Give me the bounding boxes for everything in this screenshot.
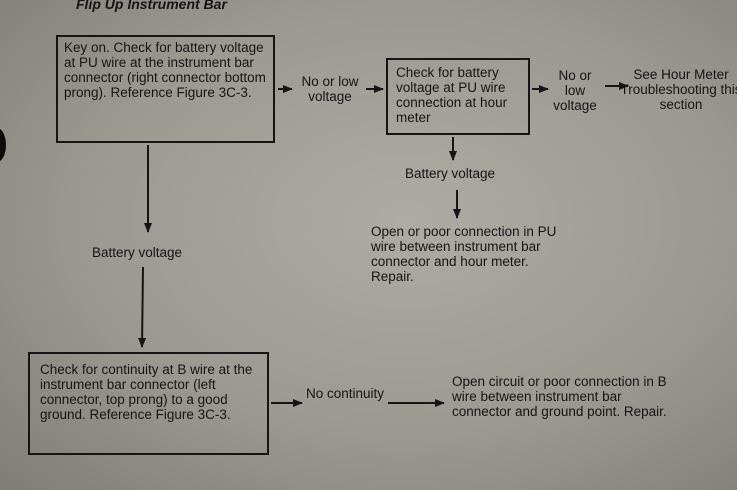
pu-wire-repair-result: Open or poor connection in PU wire betwe… bbox=[371, 224, 557, 284]
hour-meter-reference: See Hour Meter Troubleshooting this sect… bbox=[620, 67, 737, 112]
page-title: Flip Up Instrument Bar bbox=[76, 0, 227, 12]
step2-box: Check for battery voltage at PU wire con… bbox=[386, 58, 530, 135]
step3-box: Check for continuity at B wire at the in… bbox=[28, 352, 269, 455]
step1-battery-voltage-label: Battery voltage bbox=[92, 245, 183, 260]
step1-box: Key on. Check for battery voltage at PU … bbox=[56, 35, 275, 143]
step3-text: Check for continuity at B wire at the in… bbox=[40, 362, 253, 422]
b-wire-repair-result: Open circuit or poor connection in B wir… bbox=[452, 374, 667, 419]
step2-no-voltage-label: No or low voltage bbox=[553, 68, 597, 113]
arrow-to-step3 bbox=[138, 266, 147, 348]
step1-text: Key on. Check for battery voltage at PU … bbox=[64, 40, 266, 100]
step2-battery-voltage-label: Battery voltage bbox=[405, 166, 496, 181]
step2-text: Check for battery voltage at PU wire con… bbox=[396, 65, 508, 125]
step3-no-continuity-label: No continuity bbox=[305, 386, 385, 401]
step1-no-voltage-label: No or low voltage bbox=[301, 74, 359, 104]
binder-hole bbox=[0, 128, 6, 162]
